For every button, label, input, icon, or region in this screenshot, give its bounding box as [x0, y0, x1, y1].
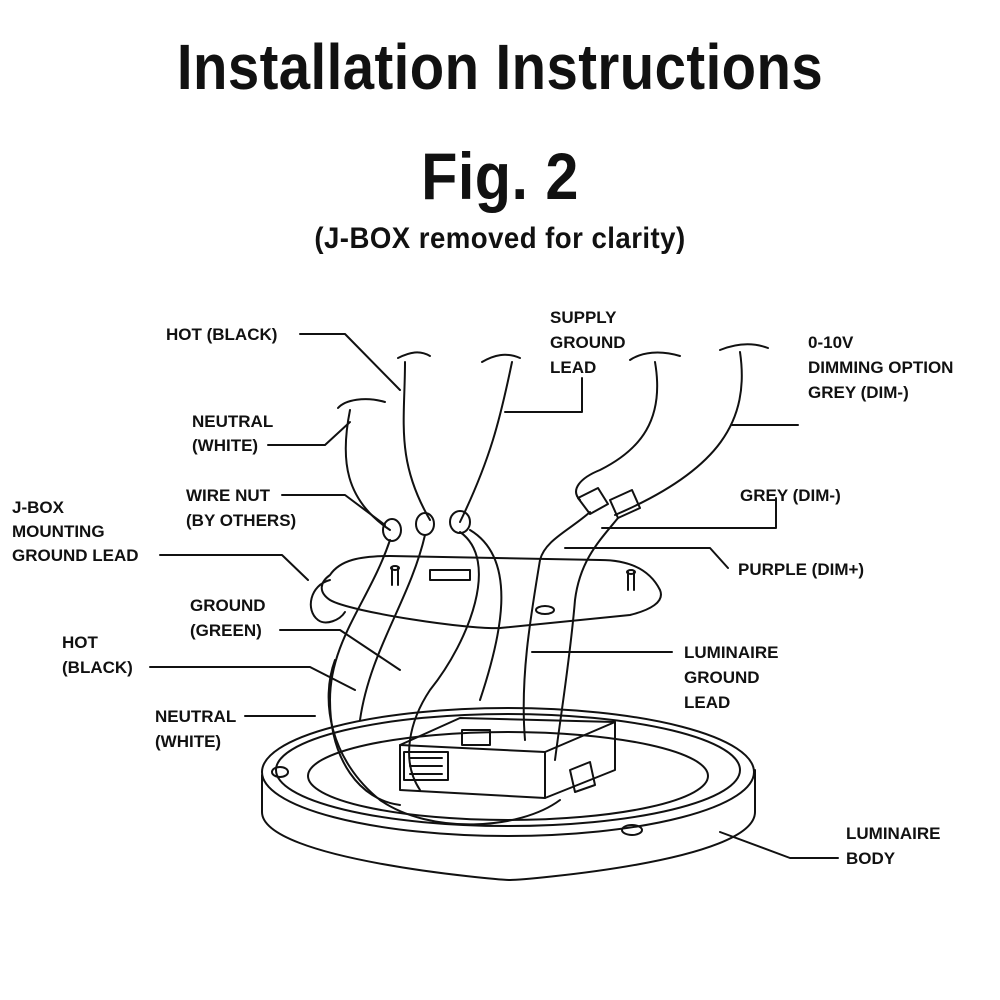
label-dimming-line1: 0-10V	[808, 333, 854, 352]
label-jbox-line2: MOUNTING	[12, 522, 105, 541]
label-supply-ground-line1: SUPPLY	[550, 308, 617, 327]
label-hot-bottom-line2: (BLACK)	[62, 658, 133, 677]
label-grey-dim-minus: GREY (DIM-)	[740, 486, 841, 505]
label-luminaire-ground-line1: LUMINAIRE	[684, 643, 778, 662]
label-neutral-bottom-line1: NEUTRAL	[155, 707, 236, 726]
mounting-plate-drawing	[309, 555, 662, 630]
label-luminaire-ground-line2: GROUND	[684, 668, 760, 687]
label-jbox-line3: GROUND LEAD	[12, 546, 139, 565]
label-dimming-line3: GREY (DIM-)	[808, 383, 909, 402]
label-purple-dim-plus: PURPLE (DIM+)	[738, 560, 864, 579]
label-neutral-top-line2: (WHITE)	[192, 436, 258, 455]
label-neutral-top-line1: NEUTRAL	[192, 412, 273, 431]
label-wire-nut-line1: WIRE NUT	[186, 486, 271, 505]
label-neutral-bottom-line2: (WHITE)	[155, 732, 221, 751]
figure-subtitle: (J-BOX removed for clarity)	[314, 222, 686, 255]
label-supply-ground-line3: LEAD	[550, 358, 596, 377]
label-ground-green-line2: (GREEN)	[190, 621, 262, 640]
label-dimming-line2: DIMMING OPTION	[808, 358, 953, 377]
label-luminaire-body-line2: BODY	[846, 849, 896, 868]
wire-nuts-drawing	[382, 487, 641, 542]
page-title: Installation Instructions	[176, 31, 824, 103]
leader-lines	[149, 333, 839, 859]
label-luminaire-ground-line3: LEAD	[684, 693, 730, 712]
label-ground-green-line1: GROUND	[190, 596, 266, 615]
fixture-leads-drawing	[327, 511, 619, 826]
label-hot-bottom-line1: HOT	[62, 633, 99, 652]
figure-number: Fig. 2	[421, 139, 579, 213]
label-hot-black-top: HOT (BLACK)	[166, 325, 277, 344]
driver-box-drawing	[399, 717, 616, 799]
luminaire-body-drawing	[261, 707, 756, 881]
label-jbox-line1: J-BOX	[12, 498, 65, 517]
label-luminaire-body-line1: LUMINAIRE	[846, 824, 940, 843]
label-wire-nut-line2: (BY OTHERS)	[186, 511, 296, 530]
label-supply-ground-line2: GROUND	[550, 333, 626, 352]
